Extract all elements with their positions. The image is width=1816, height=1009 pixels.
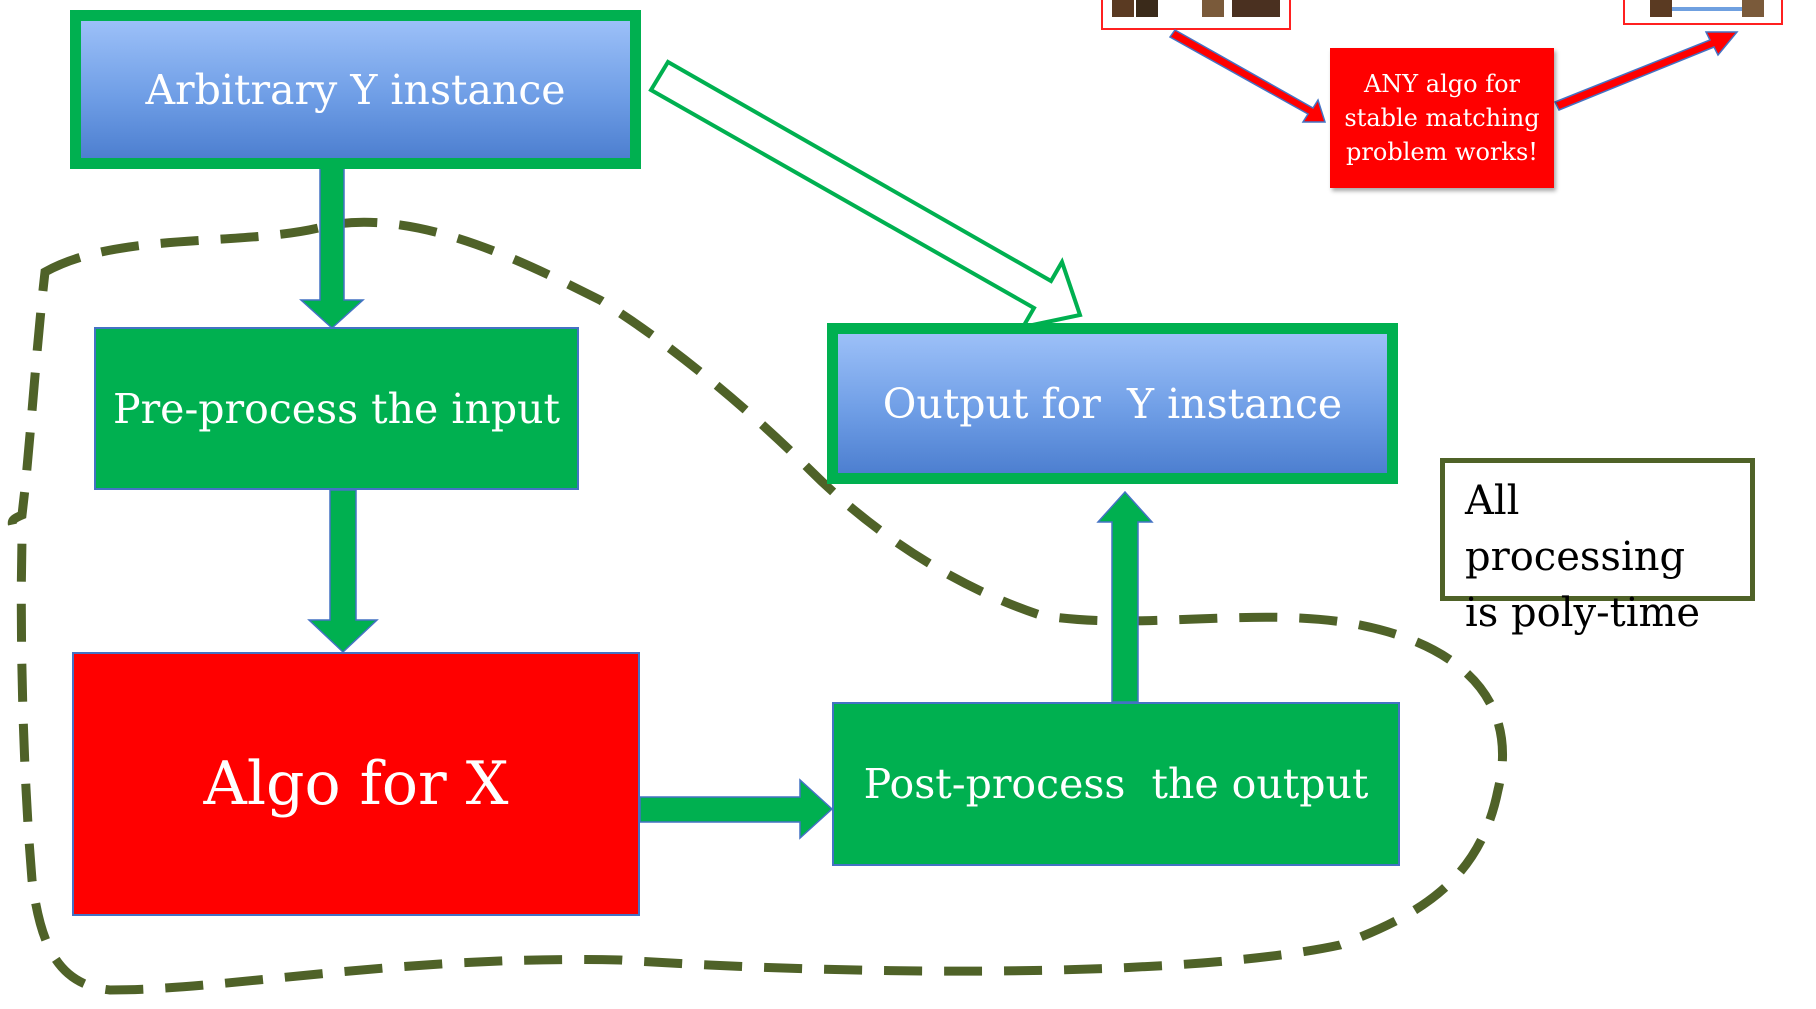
output-y-instance-box: Output for Y instance (827, 323, 1398, 484)
output-y-instance-label: Output for Y instance (882, 379, 1343, 428)
arbitrary-y-instance-label: Arbitrary Y instance (145, 65, 566, 114)
hollow-arrow-y-to-output (648, 59, 1083, 330)
inset-right-thumb-1 (1650, 0, 1672, 17)
arrow-postprocess-to-output (1096, 490, 1154, 703)
poly-time-note-line1: All processing (1465, 478, 1686, 580)
postprocess-label: Post-process the output (863, 760, 1369, 808)
inset-arrow-in (1168, 29, 1327, 123)
algo-for-x-box: Algo for X (72, 652, 640, 916)
inset-line1: ANY algo for (1363, 70, 1521, 98)
inset-left-thumb-4 (1232, 0, 1280, 17)
preprocess-box: Pre-process the input (94, 327, 579, 490)
preprocess-label: Pre-process the input (113, 384, 560, 433)
arrow-algo-to-postprocess (639, 778, 834, 840)
poly-time-note-box: All processing is poly-time (1440, 458, 1755, 636)
postprocess-box: Post-process the output (832, 702, 1400, 866)
inset-line2: stable matching (1344, 104, 1540, 132)
arrow-preprocess-to-algo (307, 489, 379, 654)
inset-left-thumb-1 (1112, 0, 1134, 17)
poly-time-note-line2: is poly-time (1465, 590, 1701, 636)
algo-for-x-label: Algo for X (203, 749, 509, 819)
arbitrary-y-instance-box: Arbitrary Y instance (70, 10, 641, 169)
inset-right-thumb-2 (1742, 0, 1764, 17)
poly-time-region-outline (7, 217, 1507, 995)
inset-left-thumb-2 (1136, 0, 1158, 17)
inset-right-link (1672, 7, 1742, 11)
inset-left-thumb-3 (1202, 0, 1224, 17)
stable-matching-inset-box: ANY algo for stable matching problem wor… (1330, 48, 1554, 188)
inset-line3: problem works! (1346, 138, 1538, 166)
inset-arrow-out (1553, 31, 1739, 111)
arrow-y-to-preprocess (299, 164, 365, 330)
